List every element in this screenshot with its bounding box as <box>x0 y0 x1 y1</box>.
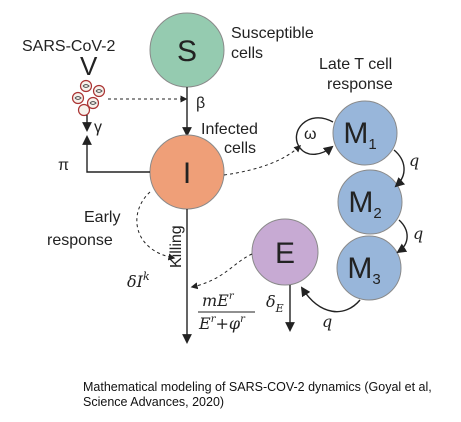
late-label-1: Late T cell <box>319 56 392 73</box>
m1-to-m2-arrow <box>393 149 406 188</box>
susceptible-label-2: cells <box>231 45 263 62</box>
m3-to-e-arrow <box>300 286 361 313</box>
m2-to-m3-arrow <box>396 219 408 254</box>
node-m3-letter: M3 <box>347 252 380 288</box>
svg-text:mEr: mEr <box>202 291 235 310</box>
node-e <box>251 218 319 286</box>
virus-symbol: V <box>80 51 98 81</box>
node-m2 <box>337 169 403 235</box>
infected-label-2: cells <box>224 140 256 157</box>
e-killing-dashed-arrow <box>190 253 253 290</box>
killing-label: Killing <box>168 225 185 268</box>
node-i-letter: I <box>183 157 191 190</box>
susceptible-label-1: Susceptible <box>231 25 314 42</box>
recruitment-fraction: mEr Er+φr <box>198 291 255 333</box>
virus-production-arrow <box>82 135 150 173</box>
early-label-1: Early <box>84 209 120 226</box>
node-m1 <box>332 100 398 166</box>
q-label-1: q <box>409 151 419 170</box>
delta-ik-label: δIk <box>127 270 150 291</box>
beta-label: β <box>196 95 205 112</box>
virus-particles-icon <box>71 79 106 117</box>
figure-caption: Mathematical modeling of SARS-COV-2 dyna… <box>83 380 432 409</box>
infected-label-1: Infected <box>201 121 258 138</box>
pi-label: π <box>58 157 69 174</box>
q-label-3: q <box>322 312 332 331</box>
late-label-2: response <box>327 76 393 93</box>
delta-e-label: δE <box>266 292 284 315</box>
node-s-letter: S <box>177 35 197 68</box>
node-m3 <box>336 235 402 301</box>
node-m1-letter: M1 <box>343 117 376 153</box>
node-m2-letter: M2 <box>348 186 381 222</box>
gamma-label: γ <box>94 119 102 136</box>
omega-loop-arrow <box>295 117 334 156</box>
early-label-2: response <box>47 232 113 249</box>
svg-text:Er+φr: Er+φr <box>198 314 246 333</box>
q-label-2: q <box>413 224 423 243</box>
omega-label: ω <box>304 126 317 143</box>
node-e-letter: E <box>275 237 295 270</box>
virus-label: SARS-CoV-2 <box>22 38 115 55</box>
